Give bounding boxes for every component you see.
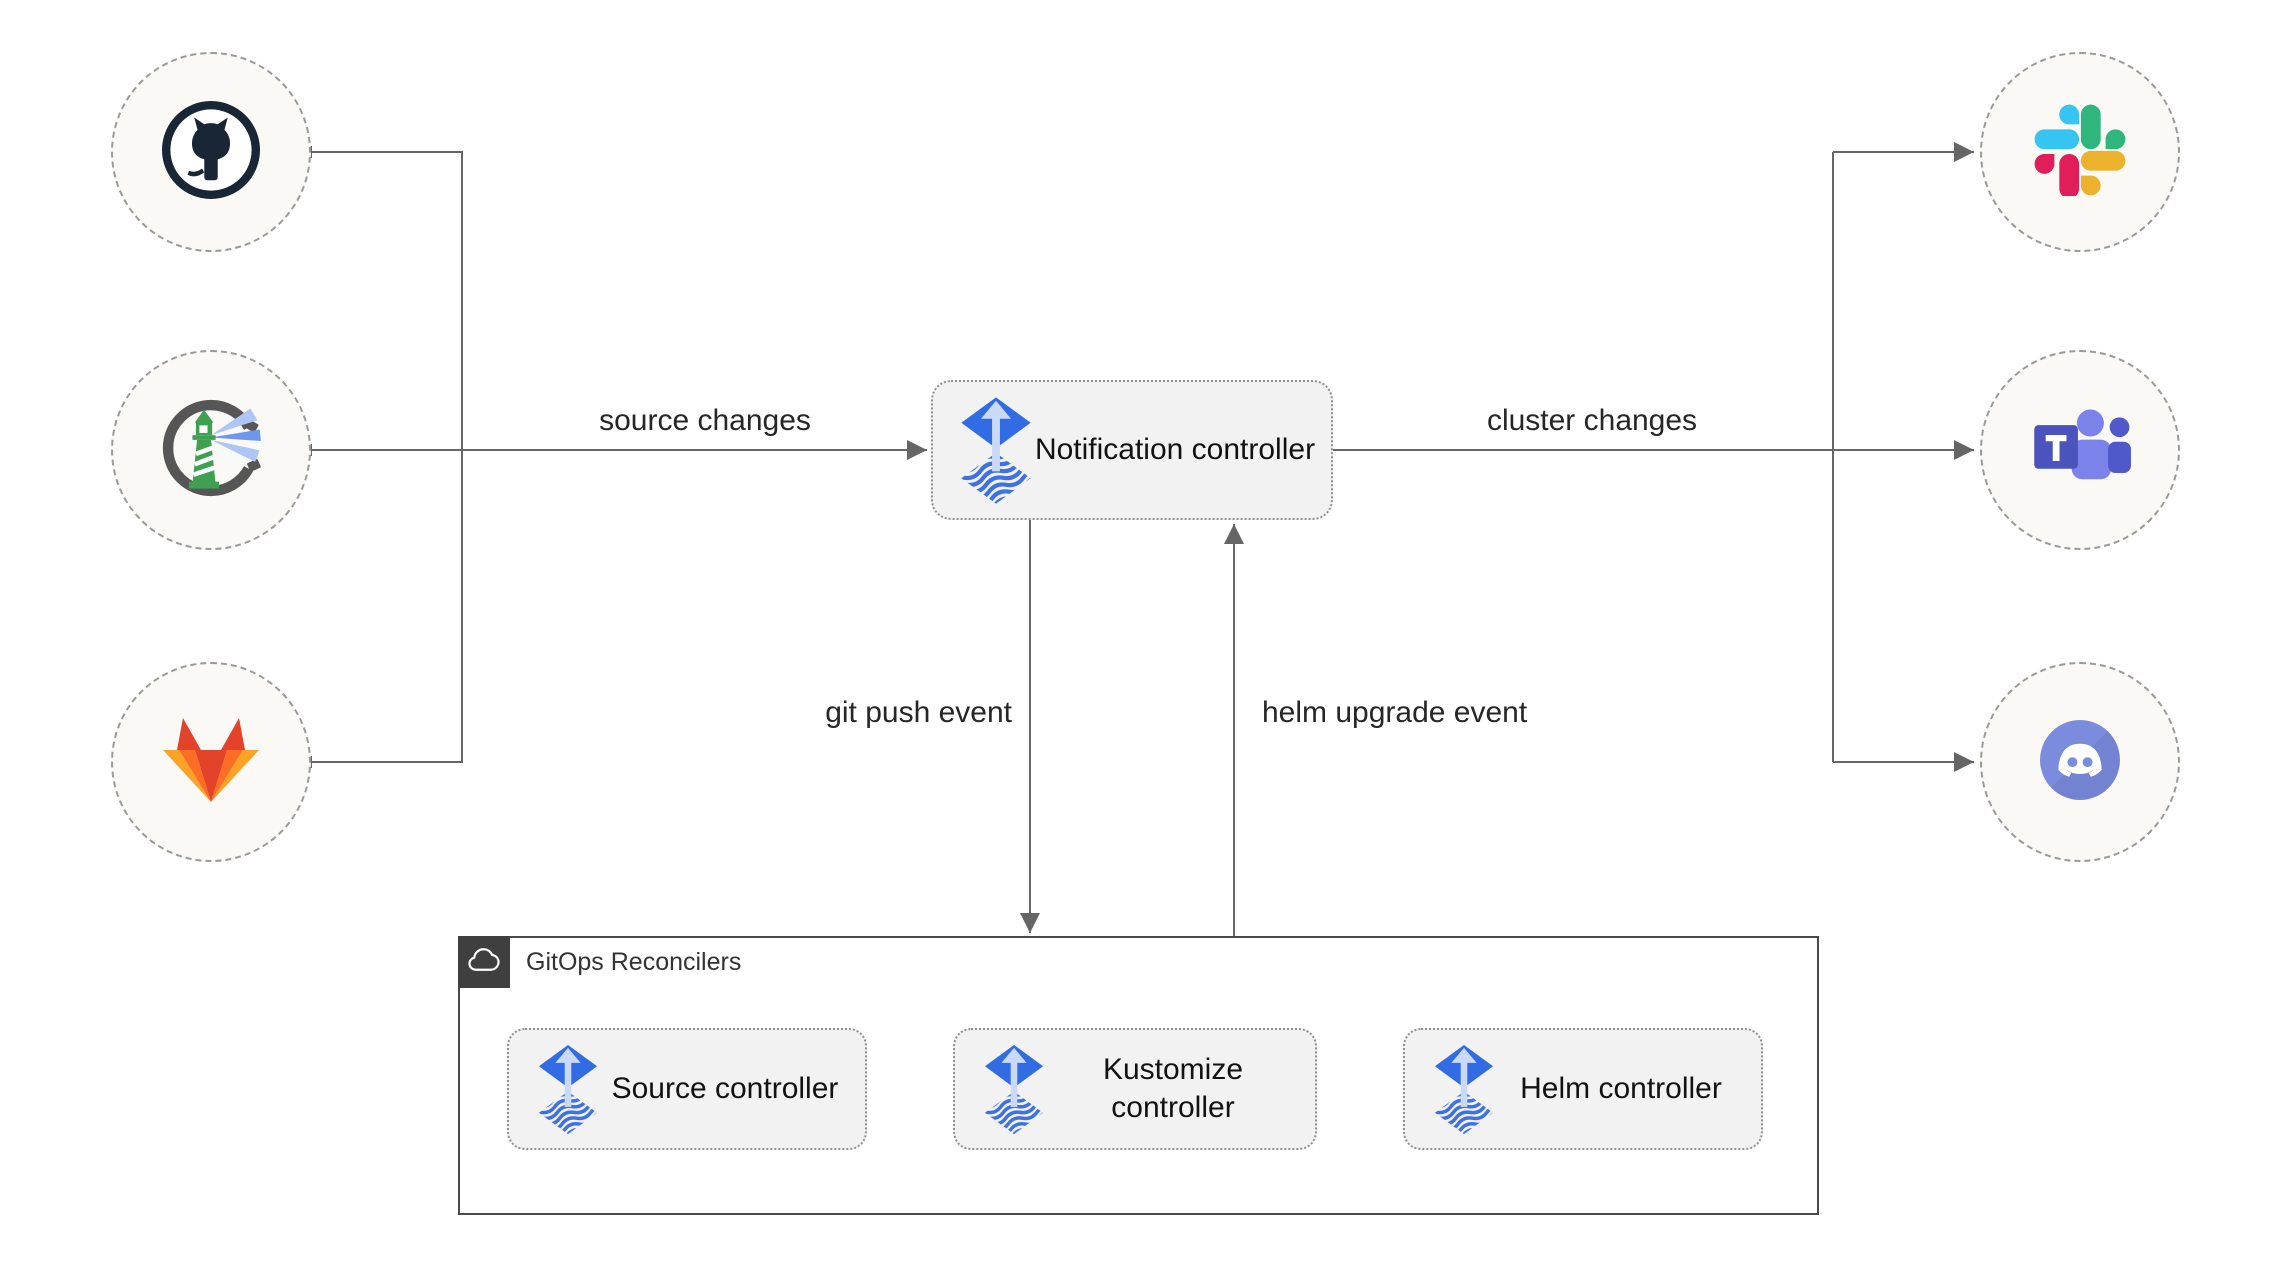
edge-label-helm-upgrade-event: helm upgrade event (1262, 696, 1528, 729)
microsoft-teams-node (1980, 350, 2180, 550)
github-node (111, 52, 311, 252)
github-icon (155, 94, 267, 211)
source-controller-label: Source controller (611, 1072, 839, 1105)
discord-icon (2026, 706, 2134, 819)
harbor-node (111, 350, 311, 550)
kustomize-controller-label: Kustomize controller (1102, 1053, 1244, 1124)
edge-label-source-changes: source changes (599, 404, 811, 437)
source-controller-node: Source controller (507, 1028, 867, 1150)
helm-controller-label: Helm controller (1520, 1072, 1722, 1105)
notification-controller-label: Notification controller (1034, 433, 1316, 466)
flux-icon (509, 1043, 599, 1136)
flux-icon (955, 1043, 1045, 1136)
slack-icon (2034, 104, 2126, 201)
kustomize-controller-node: Kustomize controller (953, 1028, 1317, 1150)
helm-controller-node: Helm controller (1403, 1028, 1763, 1150)
harbor-icon (153, 390, 269, 511)
edge-label-git-push-event: git push event (825, 696, 1012, 729)
flux-icon (933, 395, 1033, 506)
flux-icon (1405, 1043, 1495, 1136)
discord-node (1980, 662, 2180, 862)
gitops-reconcilers-title: GitOps Reconcilers (526, 948, 742, 976)
slack-node (1980, 52, 2180, 252)
notification-controller-node: Notification controller (931, 380, 1333, 520)
edge-label-cluster-changes: cluster changes (1486, 404, 1698, 437)
microsoft-teams-icon (2028, 396, 2132, 505)
cloud-icon (458, 936, 510, 988)
gitlab-icon (161, 714, 261, 811)
gitlab-node (111, 662, 311, 862)
